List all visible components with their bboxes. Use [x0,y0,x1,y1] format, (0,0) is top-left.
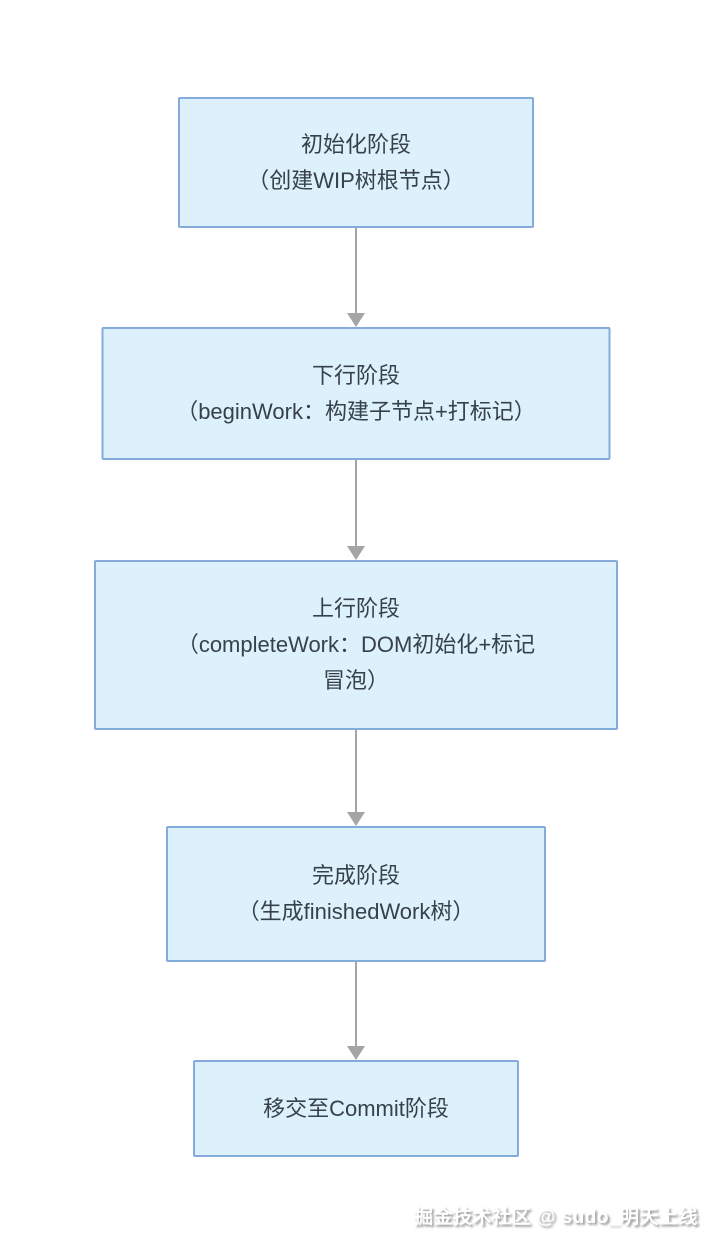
node-title: 移交至Commit阶段 [263,1095,449,1121]
flow-arrow-4 [347,962,365,1060]
node-title: 下行阶段 [311,362,400,388]
arrow-shaft [355,228,357,313]
node-title: 初始化阶段 [300,131,411,157]
flow-arrow-2 [347,460,365,560]
node-subtitle: （创建WIP树根节点） [247,167,465,193]
node-subtitle: （生成finishedWork树） [237,899,475,924]
node-subtitle: （beginWork：构建子节点+打标记） [176,398,536,424]
arrow-shaft [355,460,357,546]
flow-node-complete-work: 上行阶段 （completeWork：DOM初始化+标记 冒泡） [94,560,618,730]
node-subtitle-cont: 冒泡） [322,668,389,693]
arrow-head-down-icon [347,812,365,826]
arrow-shaft [355,962,357,1046]
node-title: 完成阶段 [311,863,400,888]
flow-node-finish: 完成阶段 （生成finishedWork树） [166,826,546,962]
watermark: 掘金技术社区 @ sudo_明天上线 [413,1207,698,1228]
flow-node-init: 初始化阶段 （创建WIP树根节点） [178,97,534,228]
arrow-shaft [355,730,357,812]
flow-arrow-3 [347,730,365,826]
flow-node-begin-work: 下行阶段 （beginWork：构建子节点+打标记） [101,327,611,460]
node-title: 上行阶段 [311,596,400,621]
arrow-head-down-icon [347,1046,365,1060]
node-subtitle: （completeWork：DOM初始化+标记 [176,632,536,657]
arrow-head-down-icon [347,546,365,560]
flow-node-commit: 移交至Commit阶段 [193,1060,519,1157]
flow-arrow-1 [347,228,365,327]
arrow-head-down-icon [347,313,365,327]
